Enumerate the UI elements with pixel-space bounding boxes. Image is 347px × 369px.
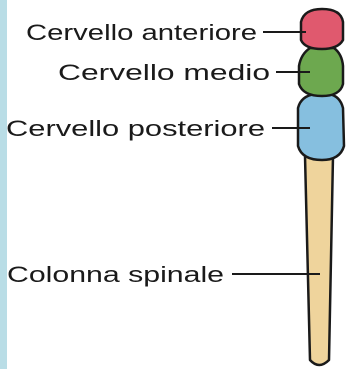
spinal-cord-label: Colonna spinale	[7, 262, 224, 287]
hindbrain-label: Cervello posteriore	[6, 116, 265, 141]
forebrain-region	[301, 9, 343, 49]
spinal-cord-region	[305, 156, 333, 365]
midbrain-label: Cervello medio	[58, 60, 270, 85]
forebrain-label: Cervello anteriore	[26, 20, 257, 45]
